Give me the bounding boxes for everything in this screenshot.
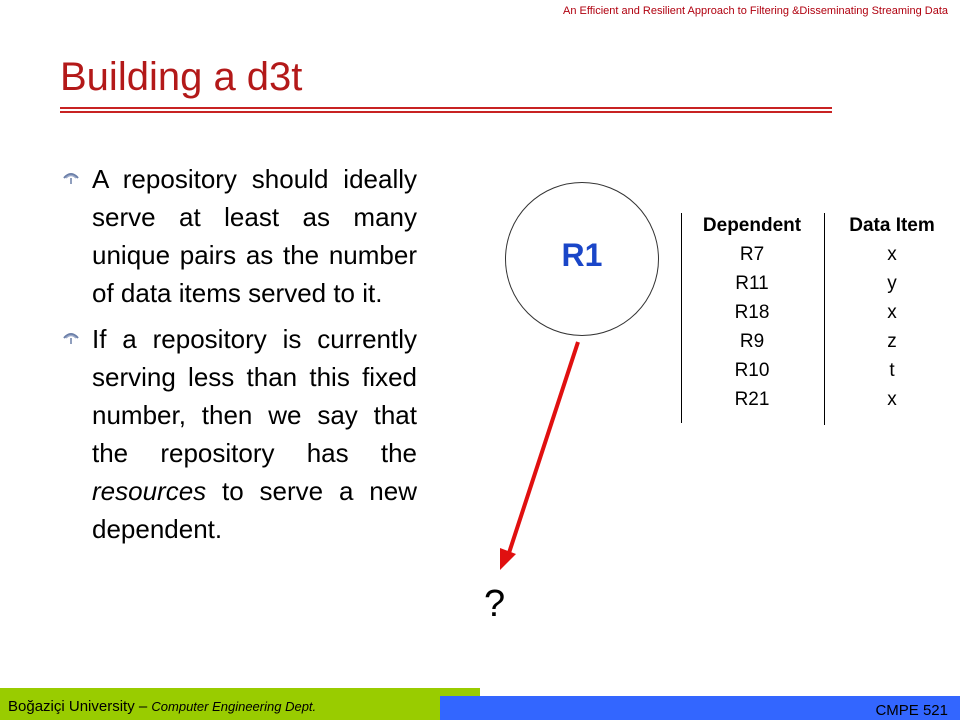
cell-dependent: R9: [739, 331, 765, 352]
table-left-border: [681, 213, 682, 423]
table-row: R21 x: [681, 389, 960, 418]
header-data-item: Data Item: [849, 215, 935, 236]
bullet-text-before: If a repository is currently serving les…: [92, 324, 417, 468]
footer-department: Computer Engineering Dept.: [151, 699, 317, 714]
header-dependent: Dependent: [702, 215, 802, 236]
bullet-text-after: to serve a new dependent.: [92, 476, 417, 544]
cell-dependent: R18: [734, 302, 770, 323]
bullet-list: A repository should ideally serve at lea…: [62, 160, 417, 556]
cell-data-item: t: [889, 360, 895, 381]
footer-course: CMPE 521: [875, 702, 948, 719]
table-header: Dependent Data Item: [681, 215, 960, 244]
table-row: R10 t: [681, 360, 960, 389]
bullet-icon: [63, 333, 79, 344]
table-row: R7 x: [681, 244, 960, 273]
bullet-item: A repository should ideally serve at lea…: [62, 160, 417, 312]
footer-university: Boğaziçi University –: [8, 698, 152, 715]
arrow-line: [505, 341, 580, 560]
bullet-icon: [63, 173, 79, 184]
node-label: R1: [561, 237, 603, 273]
cell-data-item: x: [887, 244, 897, 265]
cell-data-item: x: [887, 302, 897, 323]
repository-node: R1: [505, 182, 659, 336]
cell-dependent: R7: [739, 244, 765, 265]
cell-dependent: R11: [735, 273, 769, 294]
dependents-table: Dependent Data Item R7 x R11 y R18 x R9 …: [681, 213, 960, 425]
cell-dependent: R10: [734, 360, 770, 381]
title-divider: [60, 107, 832, 113]
footer-bar-blue: [440, 696, 960, 720]
footer-bar-green: [0, 688, 480, 720]
cell-dependent: R21: [734, 389, 770, 410]
footer-institution: Boğaziçi University – Computer Engineeri…: [8, 698, 316, 715]
cell-data-item: z: [887, 331, 897, 352]
table-column-divider: [824, 213, 825, 425]
cell-data-item: y: [887, 273, 897, 294]
header-title: An Efficient and Resilient Approach to F…: [563, 5, 948, 17]
bullet-item: If a repository is currently serving les…: [62, 320, 417, 548]
bullet-emphasis: resources: [92, 476, 207, 506]
table-row: R11 y: [681, 273, 960, 302]
question-mark: ?: [484, 583, 506, 625]
bullet-text: A repository should ideally serve at lea…: [92, 164, 417, 308]
cell-data-item: x: [887, 389, 897, 410]
table-row: R18 x: [681, 302, 960, 331]
table-row: R9 z: [681, 331, 960, 360]
slide-title: Building a d3t: [60, 55, 303, 99]
arrow-head-icon: [500, 548, 516, 570]
